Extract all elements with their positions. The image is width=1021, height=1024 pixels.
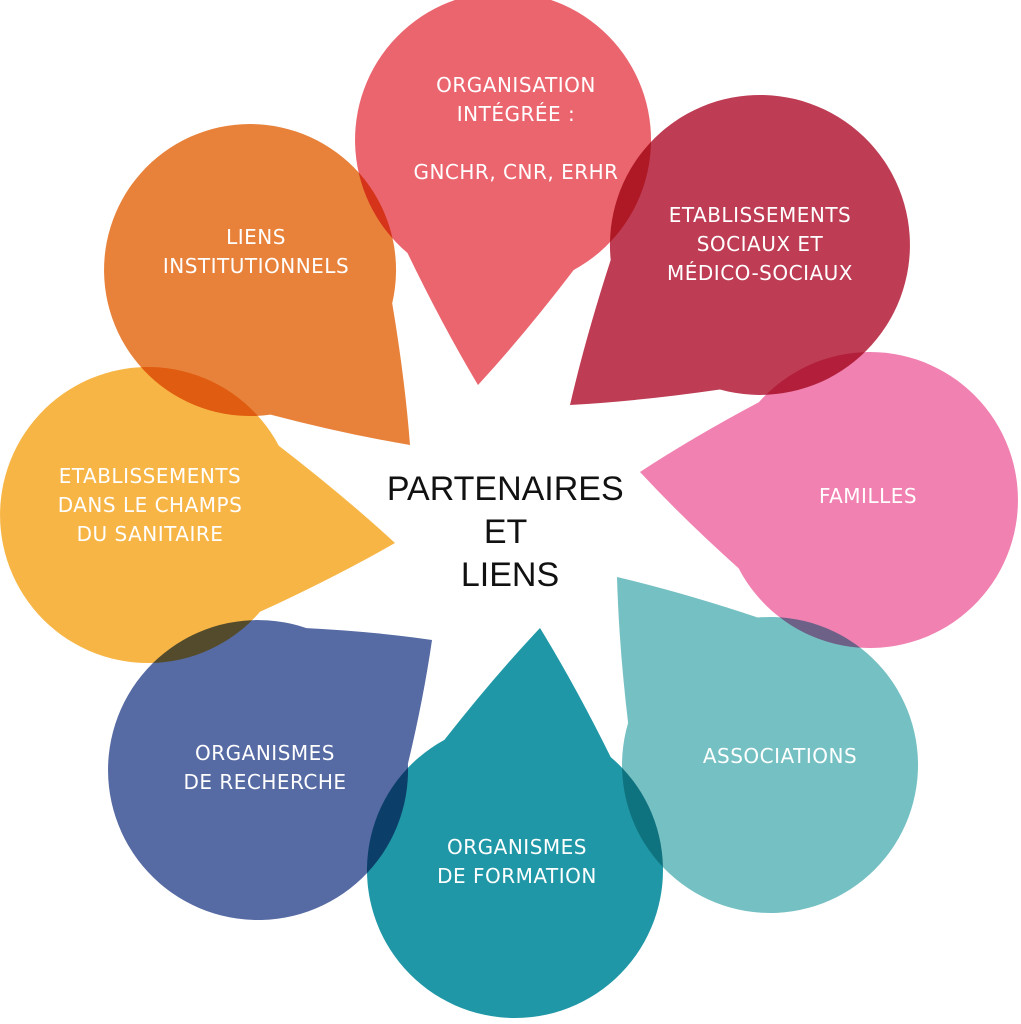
petal-label-line: GNCHR, CNR, ERHR <box>413 160 618 184</box>
petal-label-etablissements-sociaux: ETABLISSEMENTS SOCIAUX ET MÉDICO-SOCIAUX <box>667 203 853 285</box>
petal-associations <box>617 577 919 913</box>
petal-label-line: ETABLISSEMENTS <box>59 464 242 488</box>
petal-label-associations: ASSOCIATIONS <box>703 744 857 768</box>
center-title-line: PARTENAIRES <box>387 470 624 508</box>
center-title-line: ET <box>484 513 527 551</box>
petal-organismes-formation <box>366 628 663 1018</box>
petal-label-organismes-recherche: ORGANISMES DE RECHERCHE <box>183 741 346 794</box>
petal-label-liens-institutionnels: LIENS INSTITUTIONNELS <box>163 225 349 278</box>
petal-organismes-recherche <box>108 620 432 921</box>
petal-etablissements-sanitaire <box>0 367 395 664</box>
petal-label-etablissements-sanitaire: ETABLISSEMENTS DANS LE CHAMPS DU SANITAIRE <box>58 464 243 546</box>
petal-label-line: ORGANISATION <box>436 73 596 97</box>
petal-label-line: ETABLISSEMENTS <box>669 203 852 227</box>
petal-label-line: ORGANISMES <box>447 835 587 859</box>
petal-organisation-integree <box>355 0 652 385</box>
center-title-line: LIENS <box>461 556 559 594</box>
petal-liens-institutionnels <box>104 124 410 445</box>
petal-label-line: MÉDICO-SOCIAUX <box>667 261 853 285</box>
petal-label-line: DE FORMATION <box>437 864 597 888</box>
petal-label-line: DANS LE CHAMPS <box>58 493 243 517</box>
petal-label-line: SOCIAUX ET <box>697 232 824 256</box>
center-title: PARTENAIRES ET LIENS <box>387 470 633 594</box>
petal-label-line: INSTITUTIONNELS <box>163 254 349 278</box>
petal-label-line: INTÉGRÉE : <box>457 102 575 126</box>
labels-layer: ORGANISATION INTÉGRÉE : GNCHR, CNR, ERHR ET… <box>58 73 917 888</box>
petal-label-line: ASSOCIATIONS <box>703 744 857 768</box>
petal-label-familles: FAMILLES <box>819 484 917 508</box>
petal-label-line: DE RECHERCHE <box>183 770 346 794</box>
petal-etablissements-sociaux <box>570 94 910 405</box>
petal-label-line: ORGANISMES <box>195 741 335 765</box>
petal-label-line: DU SANITAIRE <box>77 522 224 546</box>
petal-label-line: LIENS <box>226 225 286 249</box>
petal-label-line: FAMILLES <box>819 484 917 508</box>
petal-familles <box>640 352 1018 649</box>
petal-label-organisation-integree: ORGANISATION INTÉGRÉE : GNCHR, CNR, ERHR <box>413 73 618 184</box>
petal-label-organismes-formation: ORGANISMES DE FORMATION <box>437 835 597 888</box>
